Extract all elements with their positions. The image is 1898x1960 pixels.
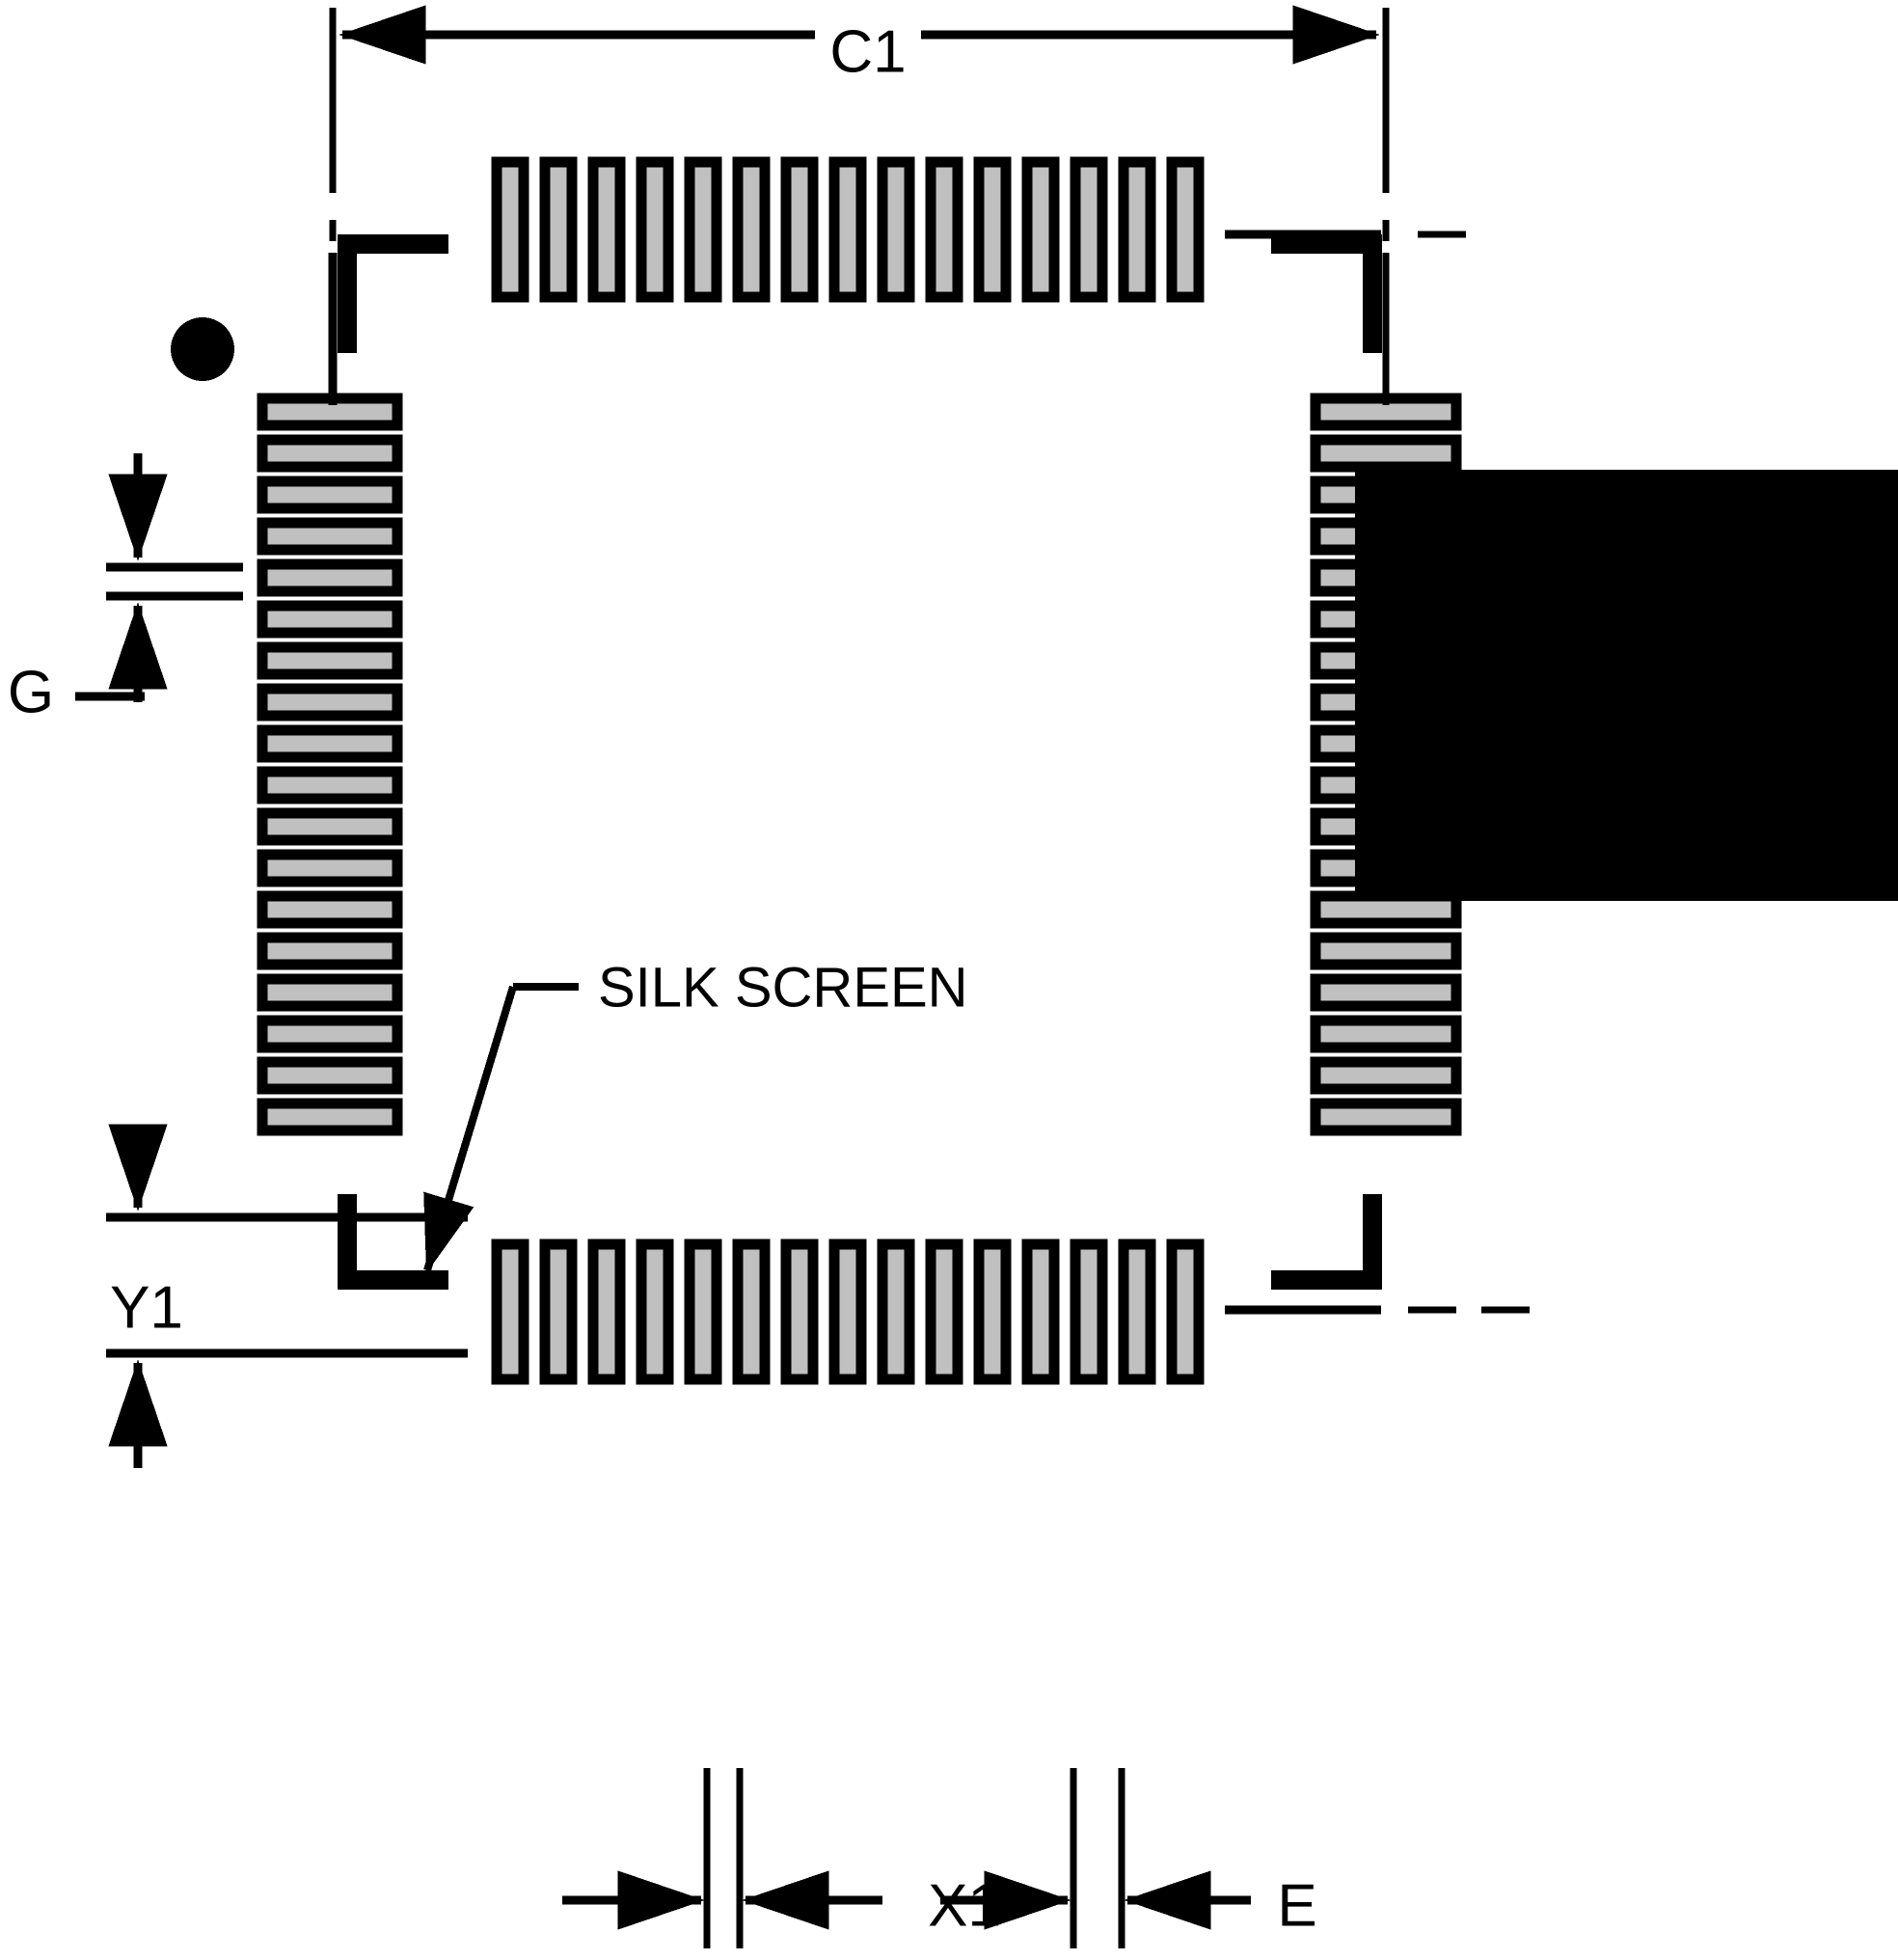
pad xyxy=(780,156,819,303)
top-pad-row xyxy=(491,156,1205,303)
dimension-g: G xyxy=(8,453,243,725)
pad xyxy=(587,156,626,303)
pad xyxy=(257,890,403,929)
pad xyxy=(257,1015,403,1053)
silkscreen-corner-top-right-h xyxy=(1271,234,1382,254)
silkscreen-leader-diagonal xyxy=(423,985,517,1274)
pad xyxy=(828,1239,867,1385)
pad xyxy=(684,1239,722,1385)
pad xyxy=(257,849,403,887)
silkscreen-corner-bottom-left-h xyxy=(338,1270,448,1290)
dimension-x1: X1 xyxy=(562,1768,1001,1948)
pad xyxy=(257,683,403,721)
pad xyxy=(973,1239,1012,1385)
pad xyxy=(1310,434,1462,473)
pad xyxy=(257,558,403,597)
silkscreen-corner-bottom-left-v xyxy=(338,1194,357,1290)
pad xyxy=(257,973,403,1012)
silk-screen-annotation: SILK SCREEN xyxy=(423,956,968,1274)
pad xyxy=(257,766,403,804)
left-pad-column xyxy=(257,393,403,1136)
pad xyxy=(925,156,963,303)
pad xyxy=(1070,1239,1108,1385)
pad xyxy=(684,156,722,303)
pad xyxy=(257,600,403,639)
pad xyxy=(877,156,915,303)
pad xyxy=(1166,1239,1205,1385)
silkscreen-marks xyxy=(338,234,1382,1290)
x1-label: X1 xyxy=(928,1872,1001,1939)
solder-mask-block xyxy=(1355,470,1898,901)
pad xyxy=(539,1239,578,1385)
pad xyxy=(257,641,403,680)
pad xyxy=(539,156,578,303)
corner-leader-lines xyxy=(328,230,1381,1315)
pad xyxy=(1118,156,1156,303)
silkscreen-corner-bottom-right-h xyxy=(1271,1270,1382,1290)
pad xyxy=(491,1239,529,1385)
pad xyxy=(257,476,403,514)
pad xyxy=(1021,1239,1060,1385)
silkscreen-corner-top-right-v xyxy=(1363,234,1382,353)
pad xyxy=(636,1239,674,1385)
pad xyxy=(877,1239,915,1385)
pad xyxy=(257,434,403,473)
pin1-dot-icon xyxy=(171,317,234,381)
pad xyxy=(1118,1239,1156,1385)
pad xyxy=(1070,156,1108,303)
pad xyxy=(257,1098,403,1136)
pad xyxy=(1310,1015,1462,1053)
pad xyxy=(257,724,403,763)
pad xyxy=(1310,932,1462,970)
pad xyxy=(780,1239,819,1385)
pad xyxy=(1166,156,1205,303)
silkscreen-corner-bottom-right-v xyxy=(1363,1194,1382,1290)
g-label: G xyxy=(8,659,54,725)
pad xyxy=(1310,973,1462,1012)
dimension-y1: Y1 xyxy=(106,1124,468,1468)
pad xyxy=(1021,156,1060,303)
pad xyxy=(257,807,403,846)
pad xyxy=(1310,1098,1462,1136)
pad xyxy=(257,1056,403,1095)
c1-label: C1 xyxy=(829,18,906,85)
pad xyxy=(636,156,674,303)
pad xyxy=(973,156,1012,303)
pad xyxy=(828,156,867,303)
pad xyxy=(257,517,403,556)
pad xyxy=(257,932,403,970)
silkscreen-corner-top-left-v xyxy=(338,234,357,353)
silkscreen-corner-top-left-h xyxy=(338,234,448,254)
e-label: E xyxy=(1277,1872,1316,1939)
dimension-c1: C1 xyxy=(329,5,1390,193)
y1-label: Y1 xyxy=(110,1274,183,1341)
pad xyxy=(1310,1056,1462,1095)
pad xyxy=(732,156,771,303)
pad xyxy=(732,1239,771,1385)
bottom-pad-row xyxy=(491,1239,1205,1385)
pad xyxy=(925,1239,963,1385)
pad xyxy=(587,1239,626,1385)
dimension-e: E xyxy=(940,1768,1317,1948)
silkscreen-label: SILK SCREEN xyxy=(598,956,968,1019)
pad xyxy=(491,156,529,303)
